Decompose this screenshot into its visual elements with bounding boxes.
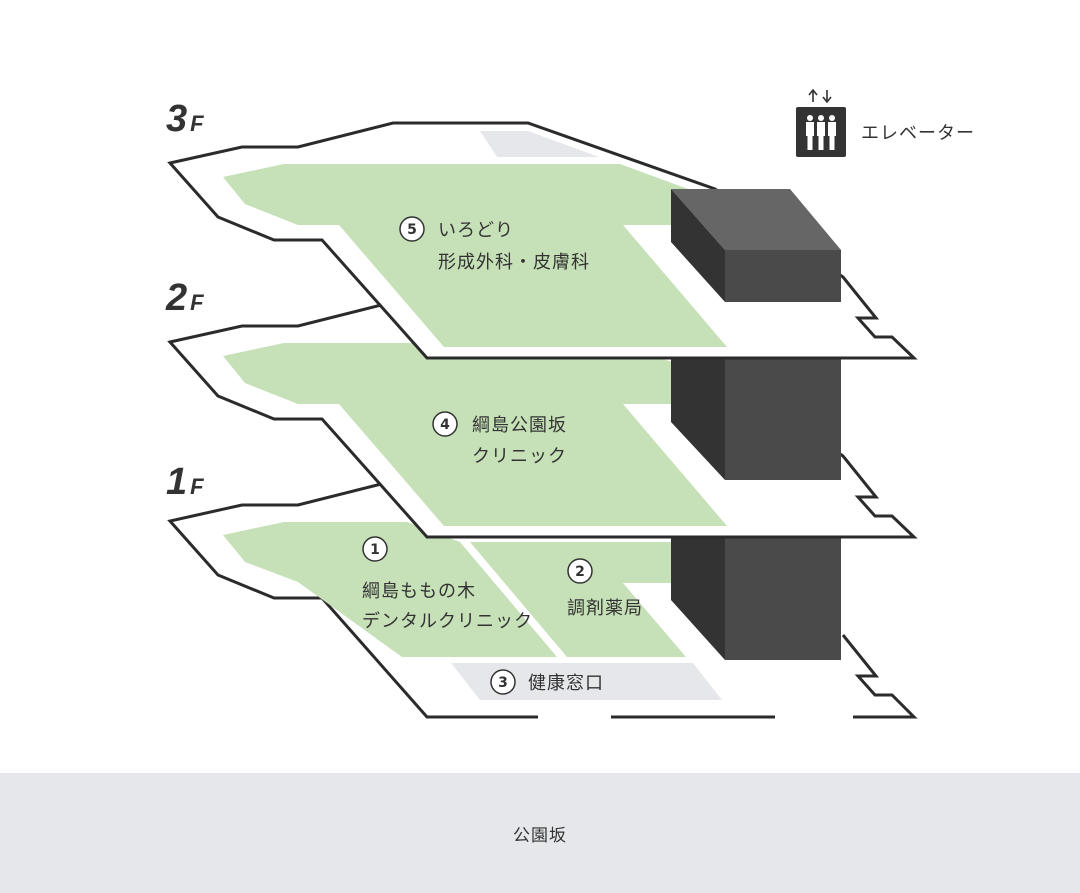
elevator-icon [796,88,846,157]
svg-text:形成外科・皮膚科: 形成外科・皮膚科 [438,252,590,273]
street-label: 公園坂 [513,825,567,846]
svg-text:綱島公園坂: 綱島公園坂 [472,415,567,436]
facility-4-label[interactable]: 4 綱島公園坂 クリニック [432,411,567,467]
legend-elevator-label: エレベーター [861,123,975,144]
svg-text:デンタルクリニック: デンタルクリニック [362,611,533,632]
svg-text:5: 5 [407,222,417,238]
elevator-block [671,189,841,302]
svg-text:綱島ももの木: 綱島ももの木 [362,581,476,602]
facility-1-label[interactable]: 1 綱島ももの木 デンタルクリニック [362,536,533,632]
svg-text:2: 2 [575,564,585,580]
floor-2f [168,300,916,539]
street-band: 公園坂 [0,773,1080,893]
svg-text:健康窓口: 健康窓口 [528,673,604,694]
unit-2-area[interactable] [470,542,686,657]
unit-3-area[interactable] [451,663,722,700]
common-area-3f [480,131,599,157]
facility-3-label[interactable]: 3 健康窓口 [490,669,604,695]
facility-5-label[interactable]: 5 いろどり 形成外科・皮膚科 [399,216,590,273]
facility-2-label[interactable]: 2 調剤薬局 [567,558,643,619]
svg-text:調剤薬局: 調剤薬局 [567,598,643,619]
elevator-shaft-1f [671,520,841,660]
unit-1-area[interactable] [223,522,557,657]
svg-text:4: 4 [440,417,450,433]
svg-text:3: 3 [498,675,508,691]
svg-text:いろどり: いろどり [438,220,514,241]
svg-text:クリニック: クリニック [472,446,567,467]
floor-1f [167,479,918,719]
elevator-shaft-2f [671,339,841,480]
svg-text:1: 1 [370,542,380,558]
floor-3f [168,121,916,360]
legend-elevator: エレベーター [796,88,975,157]
